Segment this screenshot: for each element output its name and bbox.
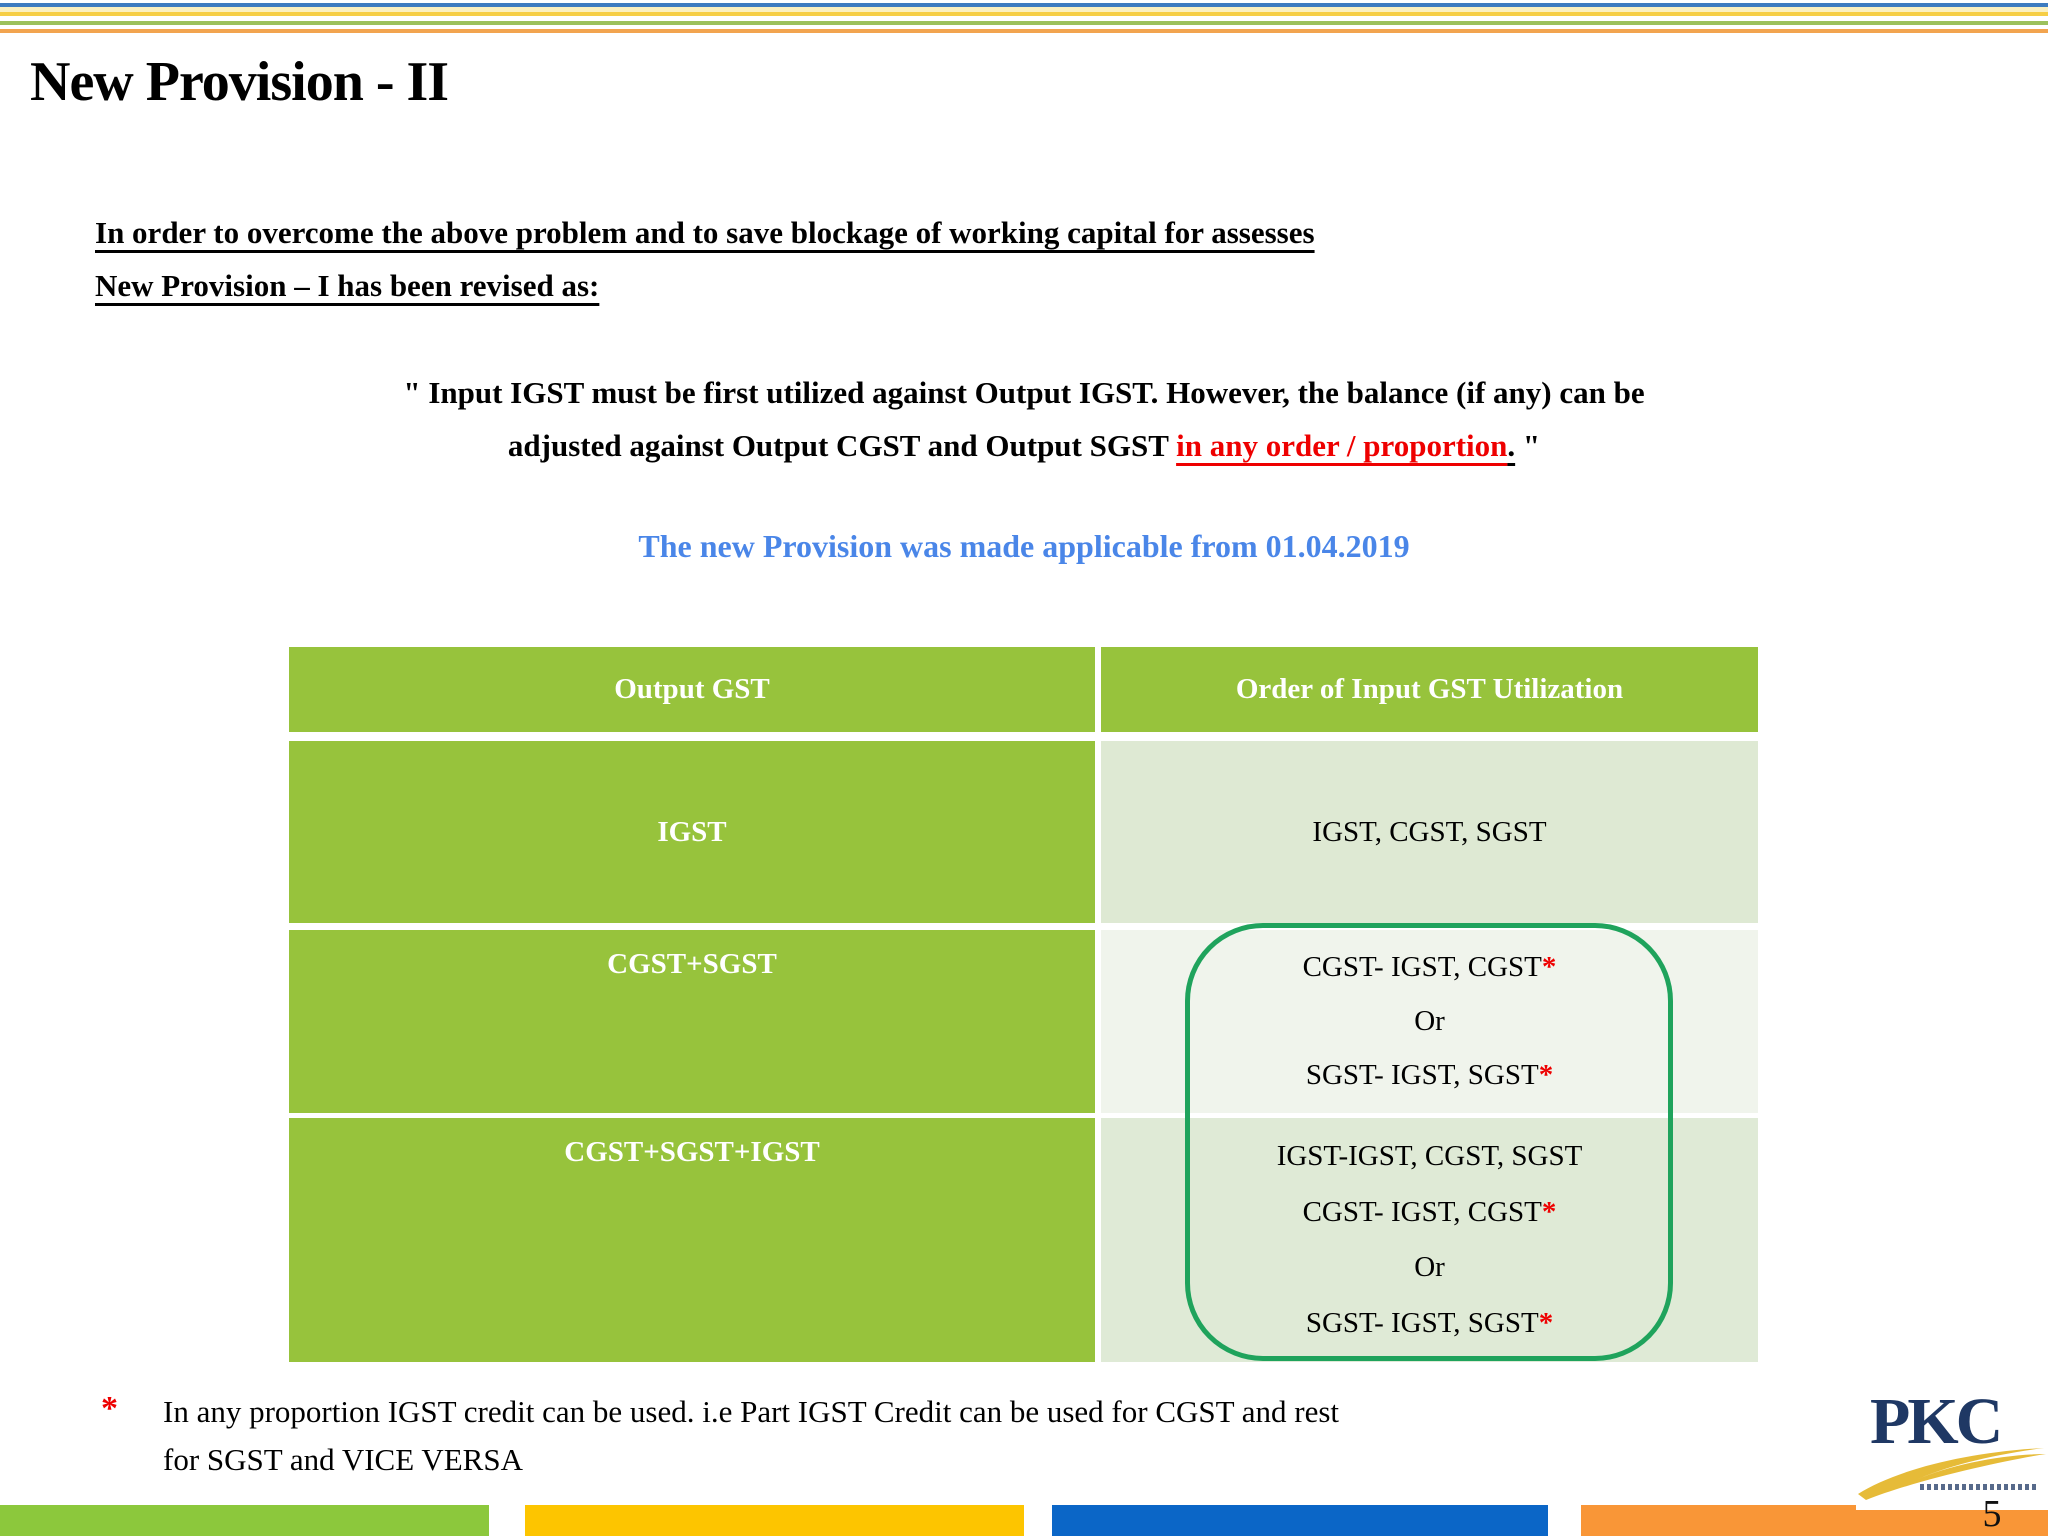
footer-bar-blue <box>1052 1505 1548 1536</box>
header-output-gst-label: Output GST <box>614 673 770 705</box>
footnote-text: In any proportion IGST credit can be use… <box>163 1388 1783 1484</box>
top-stripe-pale-yellow <box>0 7 2048 12</box>
row2-order-line2: Or <box>1414 1005 1445 1038</box>
top-stripe-yellow <box>0 12 2048 16</box>
highlight-circle-annotation <box>1185 923 1673 1361</box>
intro-paragraph: In order to overcome the above problem a… <box>95 206 1315 312</box>
row3-output-label: CGST+SGST+IGST <box>564 1136 820 1168</box>
intro-line-2: New Provision – I has been revised as: <box>95 268 600 303</box>
table-header-order: Order of Input GST Utilization <box>1101 647 1758 732</box>
row2-order-line1: CGST- IGST, CGST* <box>1303 951 1557 984</box>
row3-line2-text: CGST- IGST, CGST <box>1302 1195 1542 1228</box>
quote-line-1: " Input IGST must be first utilized agai… <box>403 375 1645 410</box>
logo-tagline-microtext <box>1920 1484 2038 1490</box>
row2-line2-text: Or <box>1414 1005 1445 1037</box>
row3-order-line4: SGST- IGST, SGST* <box>1306 1307 1553 1340</box>
footnote-asterisk: * <box>101 1390 118 1427</box>
asterisk-marker: * <box>1541 1195 1557 1228</box>
logo-text: PKC <box>1870 1385 2003 1458</box>
top-stripe-green <box>0 21 2048 25</box>
quote-period: . <box>1507 428 1516 463</box>
table-header-output-gst: Output GST <box>289 647 1095 732</box>
top-stripe-blue <box>0 3 2048 7</box>
row1-output-label: IGST <box>657 815 727 848</box>
applicable-note: The new Provision was made applicable fr… <box>638 528 1410 564</box>
table-row-cgst-sgst-output: CGST+SGST <box>289 930 1095 1113</box>
footnote-line-2: for SGST and VICE VERSA <box>163 1442 523 1477</box>
table-row-igst-output: IGST <box>289 741 1095 923</box>
provision-quote: " Input IGST must be first utilized agai… <box>100 366 1948 472</box>
page-number: 5 <box>1982 1493 2002 1535</box>
row3-line4-text: SGST- IGST, SGST <box>1305 1306 1539 1339</box>
row2-line1-text: CGST- IGST, CGST <box>1302 951 1542 983</box>
asterisk-marker: * <box>1538 1306 1554 1339</box>
quote-highlight: in any order / proportion <box>1176 428 1508 463</box>
row1-order-line: IGST, CGST, SGST <box>1312 816 1546 849</box>
row2-order-line3: SGST- IGST, SGST* <box>1306 1059 1553 1092</box>
table-row-igst-order: IGST, CGST, SGST <box>1101 741 1758 923</box>
intro-line-1: In order to overcome the above problem a… <box>95 215 1315 250</box>
footer-bar-yellow <box>525 1505 1024 1536</box>
table-row-all-gst-output: CGST+SGST+IGST <box>289 1118 1095 1362</box>
footer-bar-orange <box>1581 1505 2048 1536</box>
row2-output-label: CGST+SGST <box>607 948 777 980</box>
row3-order-line1: IGST-IGST, CGST, SGST <box>1277 1140 1583 1173</box>
row3-line1-text: IGST-IGST, CGST, SGST <box>1276 1140 1583 1173</box>
row3-line3-text: Or <box>1414 1251 1445 1284</box>
quote-line-2-pre: adjusted against Output CGST and Output … <box>507 428 1177 463</box>
footer-bar-green <box>0 1505 489 1536</box>
slide-title: New Provision - II <box>30 51 449 113</box>
pkc-logo: PKC <box>1856 1385 2048 1510</box>
row3-order-line3: Or <box>1414 1251 1445 1284</box>
logo-swoosh-icon <box>1858 1448 2046 1500</box>
row2-line3-text: SGST- IGST, SGST <box>1305 1059 1539 1091</box>
footnote-line-1: In any proportion IGST credit can be use… <box>163 1394 1340 1429</box>
row1-order-text: IGST, CGST, SGST <box>1312 815 1547 848</box>
quote-close: " <box>1515 428 1541 463</box>
gst-utilization-table: Output GST Order of Input GST Utilizatio… <box>289 647 1758 1363</box>
top-stripe-orange <box>0 29 2048 33</box>
header-order-label: Order of Input GST Utilization <box>1235 673 1624 705</box>
row3-order-line2: CGST- IGST, CGST* <box>1303 1196 1557 1229</box>
asterisk-marker: * <box>1538 1059 1554 1091</box>
quote-line-2: adjusted against Output CGST and Output … <box>100 419 1948 472</box>
asterisk-marker: * <box>1541 951 1557 983</box>
